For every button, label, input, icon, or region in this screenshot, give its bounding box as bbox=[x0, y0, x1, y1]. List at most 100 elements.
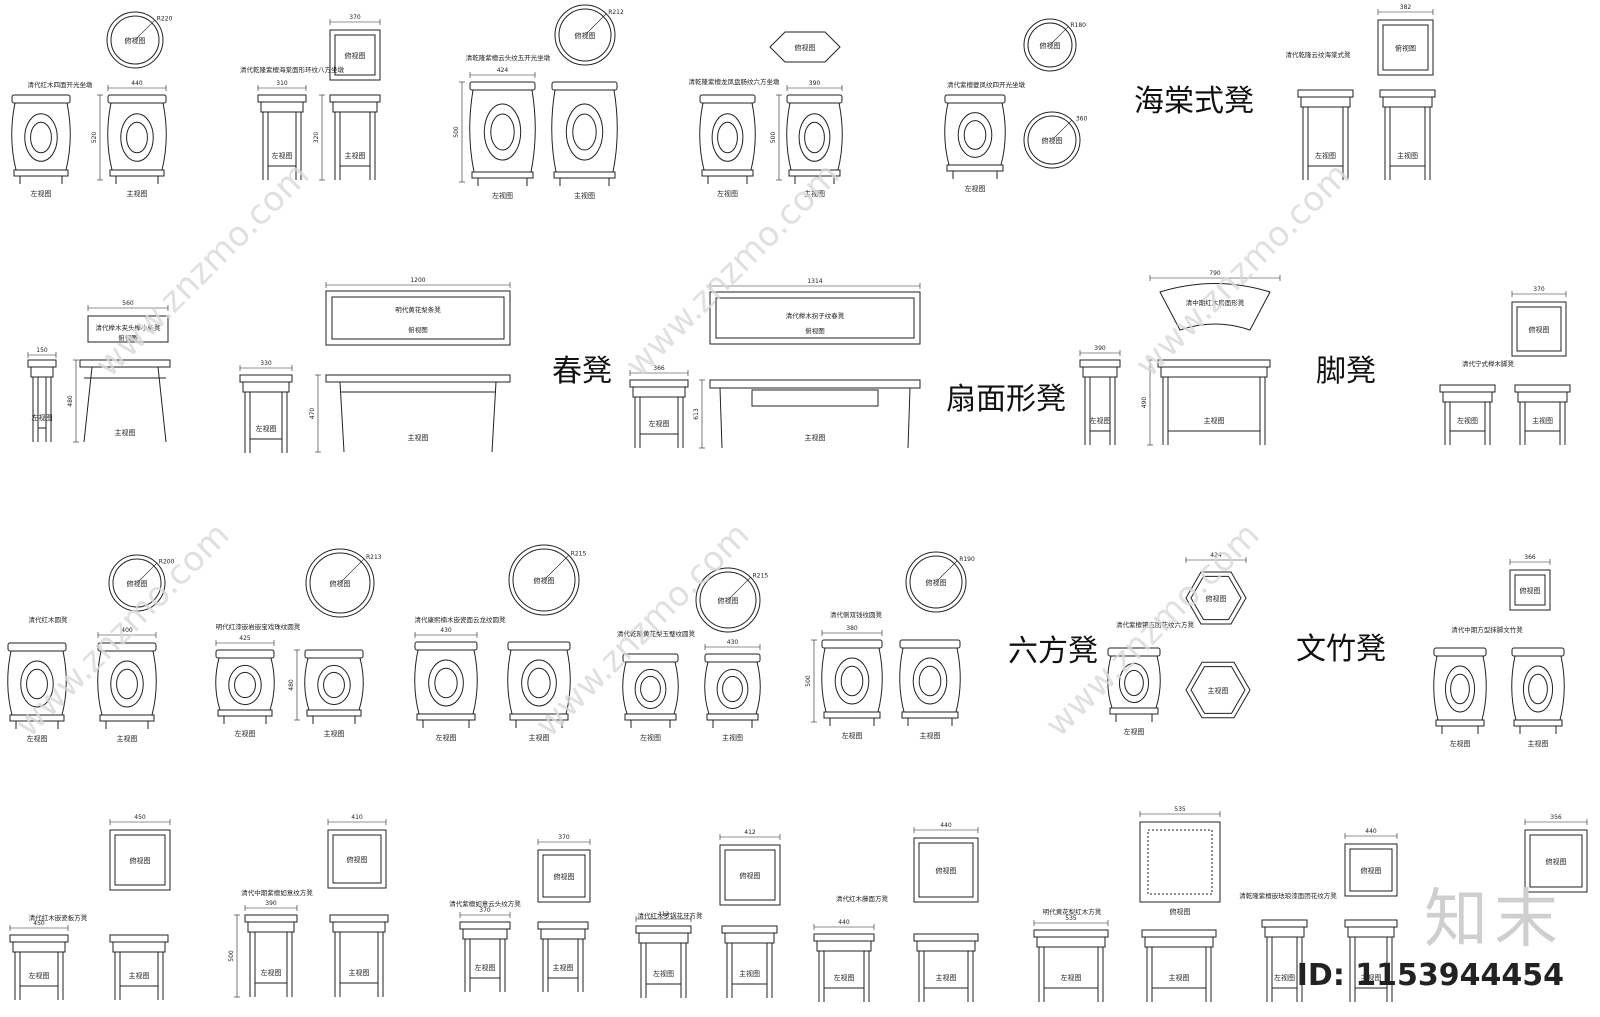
stool-elevation bbox=[414, 641, 478, 728]
stool-base bbox=[788, 169, 841, 177]
stool-top bbox=[944, 94, 1006, 104]
item-name: 清乾隆紫檀嵌珐琅漆面团花纹方凳 bbox=[1239, 891, 1337, 900]
stool-openwork bbox=[434, 667, 458, 699]
stool-top bbox=[1261, 919, 1308, 928]
view-label: 左视图 bbox=[261, 968, 282, 977]
stool-top bbox=[459, 921, 511, 930]
stool-elevation bbox=[551, 81, 618, 186]
stool-openwork bbox=[521, 659, 557, 707]
stool-elevation bbox=[622, 653, 679, 728]
bench-top-view bbox=[87, 315, 169, 343]
item-name: 明代红漆嵌岩嵌宝戏珠纹圆凳 bbox=[216, 622, 301, 631]
stool-elevation bbox=[97, 642, 157, 729]
radius-line bbox=[136, 563, 157, 584]
stool-openwork bbox=[30, 121, 52, 154]
stool-top bbox=[9, 934, 69, 943]
stool-elevation bbox=[1433, 647, 1487, 734]
view-label: 俯视图 bbox=[554, 872, 575, 881]
top-view-outline bbox=[1509, 569, 1551, 611]
dimension-label: 500 bbox=[228, 950, 235, 962]
top-view-outline bbox=[554, 4, 616, 66]
dimension-label: 490 bbox=[1141, 397, 1148, 409]
dimension-label: R220 bbox=[157, 15, 173, 22]
dimension-label: 356 bbox=[1550, 814, 1562, 821]
view-label: 左视图 bbox=[436, 733, 457, 742]
stool-apron bbox=[462, 928, 508, 940]
view-label: 主视图 bbox=[920, 731, 941, 740]
view-label: 左视图 bbox=[475, 963, 496, 972]
stool-top bbox=[239, 374, 293, 383]
stool-elevation bbox=[469, 81, 536, 186]
dimension-label: 440 bbox=[940, 822, 952, 829]
item-name: 清代红木嵌瓷板方凳 bbox=[29, 913, 88, 922]
radius-line bbox=[727, 577, 751, 601]
top-view-inner bbox=[909, 555, 963, 609]
stool-top bbox=[1379, 89, 1436, 98]
dimension-label: 412 bbox=[744, 829, 756, 836]
stool-openwork bbox=[428, 659, 464, 707]
stool-apron bbox=[1442, 391, 1493, 403]
stool-apron bbox=[30, 366, 54, 378]
stool-top bbox=[551, 81, 618, 91]
stool-apron bbox=[332, 921, 386, 933]
view-label: 左视图 bbox=[1457, 416, 1478, 425]
fan-top-view bbox=[1159, 283, 1271, 331]
dimension-label: 480 bbox=[288, 679, 295, 691]
dimension-label: 500 bbox=[770, 132, 777, 144]
item-name: 清代紫檀如意云头纹方凳 bbox=[449, 899, 521, 908]
stool-elevation bbox=[507, 641, 571, 728]
item-name: 清代紫檀夔凤纹四开光坐墩 bbox=[947, 80, 1026, 89]
stool-elevation bbox=[11, 94, 71, 184]
stool-base bbox=[1435, 719, 1485, 727]
view-label: 主视图 bbox=[1204, 416, 1225, 425]
top-view-outline bbox=[508, 544, 580, 616]
bench-top-inner bbox=[331, 296, 505, 340]
dimension-label: R180 bbox=[1070, 22, 1086, 29]
asset-id: ID: 1153944454 bbox=[1296, 958, 1564, 993]
stool-apron bbox=[112, 941, 166, 953]
stool-openwork bbox=[722, 675, 743, 703]
title-foot-stool: 脚凳 bbox=[1316, 354, 1376, 389]
dimension-label: 613 bbox=[693, 408, 700, 420]
top-view-inner bbox=[542, 854, 586, 898]
stool-apron bbox=[12, 941, 66, 953]
view-label: 左视图 bbox=[1061, 973, 1082, 982]
bench-leg bbox=[907, 387, 911, 449]
top-view-outline bbox=[905, 551, 967, 613]
bench-top-inner bbox=[715, 297, 915, 339]
dimension-label: 310 bbox=[276, 80, 288, 87]
stool-top bbox=[7, 642, 67, 652]
stool-top bbox=[786, 94, 843, 104]
dimension-label: R213 bbox=[366, 554, 382, 561]
stool-openwork bbox=[24, 113, 58, 162]
view-label: 俯视图 bbox=[795, 43, 816, 52]
stool-base bbox=[13, 169, 69, 177]
stool-base bbox=[9, 714, 65, 722]
top-view-outline bbox=[329, 29, 381, 81]
top-view-inner bbox=[918, 842, 974, 898]
stool-elevation bbox=[107, 94, 167, 184]
stool-elevation bbox=[1157, 359, 1271, 445]
top-view-outline bbox=[1377, 19, 1434, 76]
stool-body bbox=[107, 102, 167, 171]
furniture-drawings bbox=[7, 4, 1588, 1002]
stool-elevation bbox=[704, 653, 761, 728]
top-view-inner bbox=[558, 8, 612, 62]
dimension-label: 520 bbox=[91, 132, 98, 144]
bench-leg bbox=[719, 387, 723, 449]
stool-openwork bbox=[565, 103, 604, 161]
view-label: 左视图 bbox=[32, 413, 53, 422]
stool-openwork bbox=[126, 121, 148, 154]
view-label: 左视图 bbox=[965, 184, 986, 193]
stool-elevation bbox=[109, 934, 169, 1000]
top-view-inner bbox=[309, 552, 371, 614]
stool-base bbox=[217, 709, 273, 717]
top-view-outline bbox=[695, 567, 761, 633]
dimension-label: 370 bbox=[1533, 286, 1545, 293]
bench-top bbox=[79, 359, 171, 368]
view-label: 主视图 bbox=[739, 969, 760, 978]
dimension-label: 390 bbox=[265, 900, 277, 907]
item-name: 清乾隆紫檀龙凤盘肠纹六方坐墩 bbox=[689, 77, 781, 86]
dimension-label: 330 bbox=[260, 360, 272, 367]
